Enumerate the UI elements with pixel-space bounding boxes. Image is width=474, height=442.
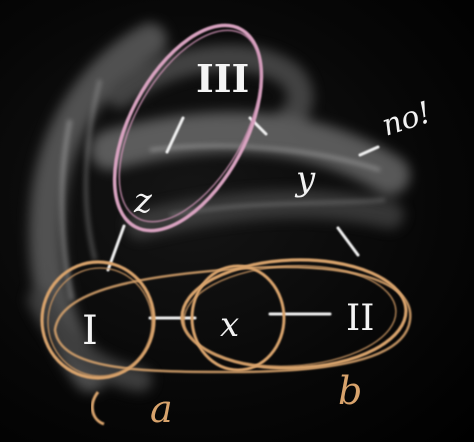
orange-hook	[92, 392, 104, 424]
label-a: a	[150, 387, 173, 431]
node-III: III	[196, 56, 249, 101]
node-x: x	[220, 305, 239, 345]
node-y: y	[294, 159, 316, 199]
edge-y-II	[338, 228, 358, 255]
note-no: no!	[378, 95, 436, 144]
node-II: II	[346, 298, 374, 339]
label-b: b	[338, 369, 362, 413]
smudge-middle-band	[110, 132, 390, 175]
node-z: z	[133, 181, 153, 221]
node-I: I	[82, 308, 98, 354]
